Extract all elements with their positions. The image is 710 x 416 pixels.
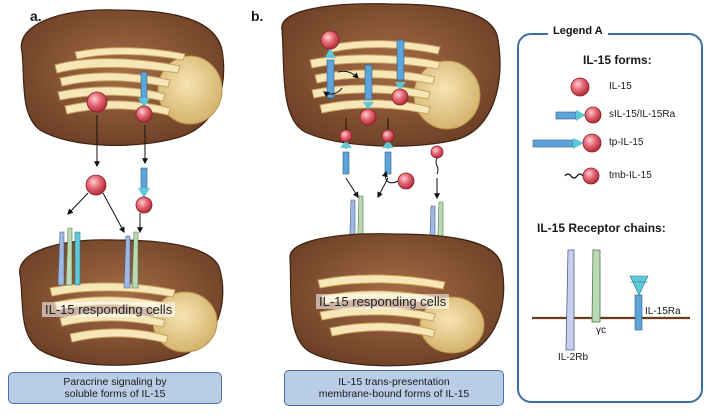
il15ra-label: IL-15Ra xyxy=(645,306,681,317)
tp-il15-icon xyxy=(391,39,409,106)
caption-a-line-1: Paracrine signaling by xyxy=(63,376,167,388)
responding-cells-label-b: IL-15 responding cells xyxy=(316,294,450,309)
tp-il15-icon xyxy=(339,129,353,175)
panel-b xyxy=(281,3,505,367)
il15-sphere-icon xyxy=(86,91,108,113)
il2rb-label: IL-2Rb xyxy=(558,352,589,363)
legend-form-label: tp-IL-15 xyxy=(609,137,644,148)
caption-b: IL-15 trans-presentation membrane-bound … xyxy=(284,370,504,406)
il15-sphere-icon xyxy=(570,77,590,97)
tp-il15-icon xyxy=(320,30,340,99)
tp-il15-icon xyxy=(359,64,377,126)
tp-il15-icon xyxy=(532,133,602,153)
il2rb-chain-icon xyxy=(565,249,575,351)
tp-il15-icon xyxy=(381,129,395,175)
panel-a xyxy=(19,9,225,366)
legend-form-label: IL-15 xyxy=(609,81,632,92)
sil15-complex-icon xyxy=(555,106,602,124)
legend-form-label: sIL-15/IL-15Ra xyxy=(609,109,676,120)
receptor-complex-icon xyxy=(123,231,139,289)
producing-cell-a xyxy=(20,9,225,146)
receptor-complex-icon xyxy=(57,227,81,286)
legend-form-label: tmb-IL-15 xyxy=(609,170,652,181)
receptor-heading: IL-15 Receptor chains: xyxy=(537,221,666,235)
caption-b-line-1: IL-15 trans-presentation xyxy=(338,376,450,388)
legend-graphics xyxy=(532,77,690,351)
tmb-il15-icon xyxy=(430,145,444,175)
il15-sphere-icon xyxy=(397,172,415,190)
il15-sphere-icon xyxy=(85,174,107,196)
caption-a: Paracrine signaling by soluble forms of … xyxy=(8,372,222,404)
tmb-il15-icon xyxy=(564,167,600,185)
sil15-complex-icon xyxy=(135,167,153,214)
caption-a-line-2: soluble forms of IL-15 xyxy=(64,388,166,400)
gamma-c-label: γc xyxy=(596,325,606,336)
il15ra-chain-icon xyxy=(629,275,649,331)
caption-b-line-2: membrane-bound forms of IL-15 xyxy=(318,388,470,400)
legend-panel xyxy=(517,33,703,403)
panel-a-label: a. xyxy=(30,8,42,24)
gamma-c-chain-icon xyxy=(591,249,601,323)
legend-title: Legend A xyxy=(548,25,608,37)
forms-heading: IL-15 forms: xyxy=(583,53,652,67)
panel-b-label: b. xyxy=(251,8,264,24)
sil15-complex-icon xyxy=(135,71,153,123)
responding-cells-label-a: IL-15 responding cells xyxy=(42,302,176,317)
producing-cell-b xyxy=(281,3,501,147)
